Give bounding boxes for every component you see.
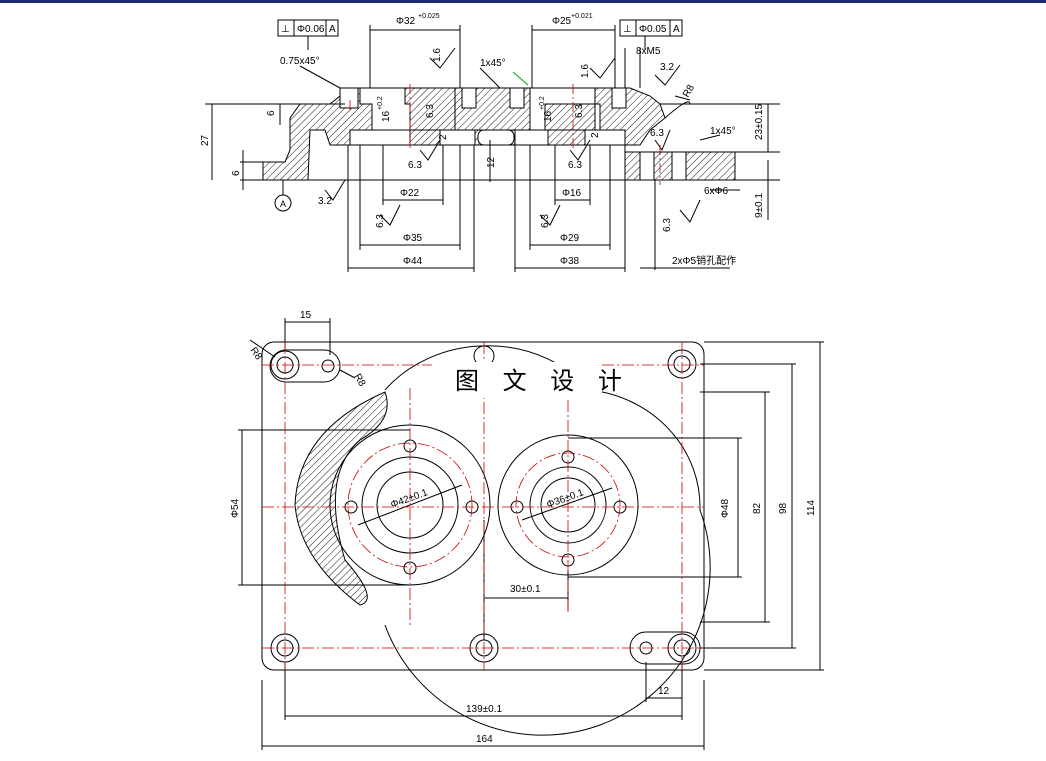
- dim-d48: Φ48: [720, 498, 731, 518]
- dim-h2a: 2: [438, 134, 449, 140]
- rough-63-6: 6.3: [540, 214, 551, 228]
- watermark-bg: [432, 362, 602, 398]
- dim-chamfer-1a: 1x45°: [480, 58, 506, 69]
- tol-right-val: Φ0.05: [639, 24, 667, 35]
- plate-outline: [261, 341, 705, 671]
- dim-r8-b: R8: [351, 372, 367, 389]
- dim-d35: Φ35: [403, 233, 423, 244]
- dim-d25: Φ25: [552, 16, 572, 27]
- dim-h16b-tol: +0.2: [539, 96, 546, 110]
- section-view: [205, 19, 780, 272]
- dim-holes6: 6xΦ6: [704, 186, 729, 197]
- note-pin-holes: 2xΦ5销孔配作: [672, 254, 736, 267]
- datum-a-label: A: [280, 199, 286, 209]
- section-body-right3: [544, 103, 596, 146]
- rough-32b: 3.2: [318, 196, 332, 207]
- dim-h2b: 2: [590, 132, 601, 138]
- dim-d32: Φ32: [396, 16, 416, 27]
- dim-chamfer-1b: 1x45°: [710, 126, 736, 137]
- rough-63-1: 6.3: [425, 104, 436, 118]
- dim-15: 15: [300, 310, 312, 321]
- dim-h23: 23±0.15: [754, 103, 765, 140]
- dim-r8: R8: [681, 83, 697, 100]
- dim-139: 139±0.1: [466, 704, 503, 715]
- rough-63-8: 6.3: [662, 218, 673, 232]
- dim-h12: 12: [486, 156, 497, 168]
- dim-d32-tol: +0.025: [418, 13, 440, 20]
- tol-left-sym: ⊥: [281, 24, 290, 35]
- tol-right-ref: A: [673, 24, 680, 35]
- rough-16a: 1.6: [432, 48, 443, 62]
- dim-d29: Φ29: [560, 233, 580, 244]
- dim-d38: Φ38: [560, 256, 580, 267]
- dim-h27: 27: [200, 134, 211, 146]
- dim-h16b: 16: [543, 110, 554, 122]
- dim-h6a: 6: [266, 110, 277, 116]
- dim-chamfer-075: 0.75x45°: [280, 56, 320, 67]
- tol-left-val: Φ0.06: [297, 24, 325, 35]
- rough-63-3: 6.3: [408, 160, 422, 171]
- tol-left-ref: A: [329, 24, 336, 35]
- datum-a-circle: [274, 194, 292, 212]
- dim-h16a-tol: +0.2: [377, 96, 384, 110]
- dim-h16a: 16: [381, 110, 392, 122]
- window-top-border: [0, 0, 1046, 3]
- rough-63-7: 6.3: [650, 128, 664, 139]
- rough-63-2: 6.3: [574, 104, 585, 118]
- dim-12: 12: [658, 686, 670, 697]
- tolerance-frame-right: [619, 19, 683, 37]
- dim-98: 98: [778, 502, 789, 514]
- dim-8xm5: 8xM5: [636, 46, 661, 57]
- dim-d25-tol: +0.021: [571, 13, 593, 20]
- left-hatched-segment: [294, 391, 388, 606]
- rough-63-4: 6.3: [568, 160, 582, 171]
- rough-32a: 3.2: [660, 62, 674, 73]
- dim-82: 82: [752, 502, 763, 514]
- dim-114: 114: [806, 500, 817, 516]
- slot-top-left: [269, 349, 341, 383]
- dim-h9: 9±0.1: [754, 193, 765, 218]
- dim-h6b: 6: [231, 170, 242, 176]
- rough-16b: 1.6: [580, 64, 591, 78]
- rough-63-5: 6.3: [375, 214, 386, 228]
- dim-d54: Φ54: [230, 498, 241, 518]
- tol-right-sym: ⊥: [623, 24, 632, 35]
- section-centerlines: [349, 84, 661, 185]
- outer-arc: [384, 345, 711, 736]
- dim-164: 164: [476, 734, 493, 745]
- dim-d44: Φ44: [403, 256, 423, 267]
- dim-d22: Φ22: [400, 188, 420, 199]
- dim-30: 30±0.1: [510, 584, 541, 595]
- dim-d16: Φ16: [562, 188, 582, 199]
- watermark-text: 图 文 设 计: [455, 367, 630, 395]
